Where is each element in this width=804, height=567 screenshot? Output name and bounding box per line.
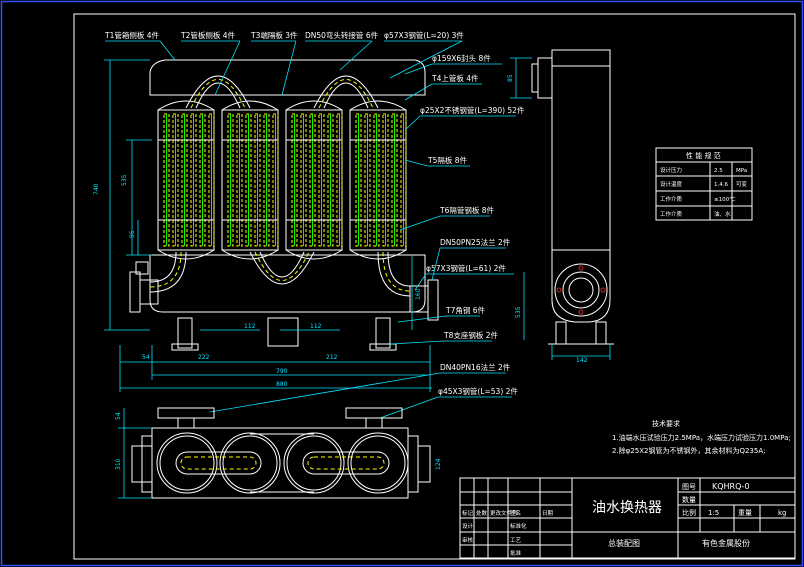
callout-t4: T4上管板 4件 [431,73,479,83]
dim-880: 880 [276,381,288,388]
side-view: 85 142 535 [507,49,614,364]
scale-value: 1:5 [708,509,719,517]
dim-212: 212 [326,354,338,361]
dim-left-height: 740 [93,183,100,195]
title-block-cell: 更改文件号 [490,509,518,517]
dim-plan-right: 124 [435,458,442,470]
title-block-cell: 标准化 [510,522,527,530]
tech-table-title: 性 能 规 范 [686,151,721,160]
title-block-cell: 工艺 [510,537,522,544]
drawing-code: KQHRQ-0 [712,482,750,491]
qty-label: 数量 [682,495,696,504]
dim-side-top: 85 [507,74,514,82]
dim-labels-front: 740 535 95 54 222 212 112 112 790 880 16… [93,174,422,388]
tech-table-cell: 工作介质 [660,195,683,203]
weight-unit: kg [778,509,787,517]
tech-table-cell: MPa [736,168,747,174]
title-block-cell: 签名 [510,509,521,517]
callout-57x3-pipe: φ57X3钢管(L=20) 3件 [384,30,464,40]
callout-57x3-61: φ57X3钢管(L=61) 2件 [426,263,506,273]
scale-label: 比例 [682,508,696,517]
tube-bundle [285,100,343,260]
weight-label: 重量 [738,509,752,517]
tube-bundle [349,100,407,260]
dim-plan-small: 54 [115,412,122,420]
callout-t8: T8支座钢板 2件 [443,330,499,340]
callout-t5: T5隔板 8件 [427,155,468,165]
title-block-cell: 处数 [476,509,488,517]
dim-112-a: 112 [244,323,256,330]
callout-45x3-pipe: φ45X3钢管(L=53) 2件 [438,386,518,396]
title-block-cell: 审核 [462,536,474,544]
tech-table-cell: 设计压力 [660,166,682,174]
callouts-right: φ159X6封头 8件 T4上管板 4件 φ25X2不锈钢管(L=390) 52… [209,53,525,419]
title-block-cell: 标记 [462,509,474,517]
dim-54: 54 [142,354,150,361]
dim-112-b: 112 [310,323,322,330]
callout-dn40-flange: DN40PN16法兰 2件 [440,362,511,372]
tech-table-cell: 2.5 [714,168,723,174]
company-name: 有色金属股份 [702,538,750,548]
title-block: 标记处数更改文件号签名 日期设计 标准化审核 工艺批准 油水换热器 图号 KQHRQ-… [459,477,796,559]
sheet-inner-frame [73,13,796,560]
tech-table-cell: 工作介质 [660,210,683,218]
title-block-cell: 批准 [510,549,522,557]
tech-table-cell: 1.4.6 [714,182,728,188]
tech-table-cell: 设计温度 [660,180,683,188]
tube-bundle [221,100,279,260]
tech-table-cell: ≤100℃ [714,196,735,203]
callout-25x2-tube: φ25X2不锈钢管(L=390) 52件 [420,105,525,115]
notes-line-2: 2.除φ25X2钢管为不锈钢外，其余材料为Q235A; [612,446,765,455]
callout-dn50-elbow: DN50弯头转接管 6件 [305,30,379,40]
callout-dn50-flange: DN50PN25法兰 2件 [440,237,511,247]
callouts-top: T1管箱侧板 4件 T2管板侧板 4件 T3端隔板 3件 DN50弯头转接管 6… [104,30,464,96]
drawing-name: 油水换热器 [592,499,662,516]
dim-222: 222 [198,354,210,361]
dim-left-small: 95 [129,230,136,238]
title-block-cell: 日期 [542,510,554,517]
callout-t1: T1管箱侧板 4件 [104,30,160,40]
dim-right-height: 160 [415,288,422,300]
technical-notes: 技术要求 1.油端水压试验压力2.5MPa，水端压力试验压力1.0MPa; 2.… [612,419,791,455]
callout-t6: T6隔管钢板 8件 [439,205,495,215]
plan-view: 310 54 124 [115,407,442,499]
dim-plan-height: 310 [115,458,122,470]
dim-790: 790 [276,368,288,375]
code-label: 图号 [682,483,696,491]
title-block-cell: 设计 [462,522,474,530]
dim-left-inner: 535 [121,174,128,186]
callout-t2: T2管板侧板 4件 [180,30,236,40]
tech-table-cell: 油、水 [714,210,731,218]
notes-line-1: 1.油端水压试验压力2.5MPa，水端压力试验压力1.0MPa; [612,433,791,442]
drawing-type: 总装配图 [608,538,640,548]
dim-side-width: 142 [576,357,588,364]
callout-t7: T7角钢 6件 [445,305,486,315]
tube-bundle [157,100,215,260]
callout-159x6-head: φ159X6封头 8件 [432,53,491,63]
callout-t3: T3端隔板 3件 [250,30,298,40]
notes-title: 技术要求 [652,419,680,428]
front-view [104,59,439,392]
tech-table-cell: 可变 [736,180,748,188]
dim-side-right: 535 [515,306,522,318]
